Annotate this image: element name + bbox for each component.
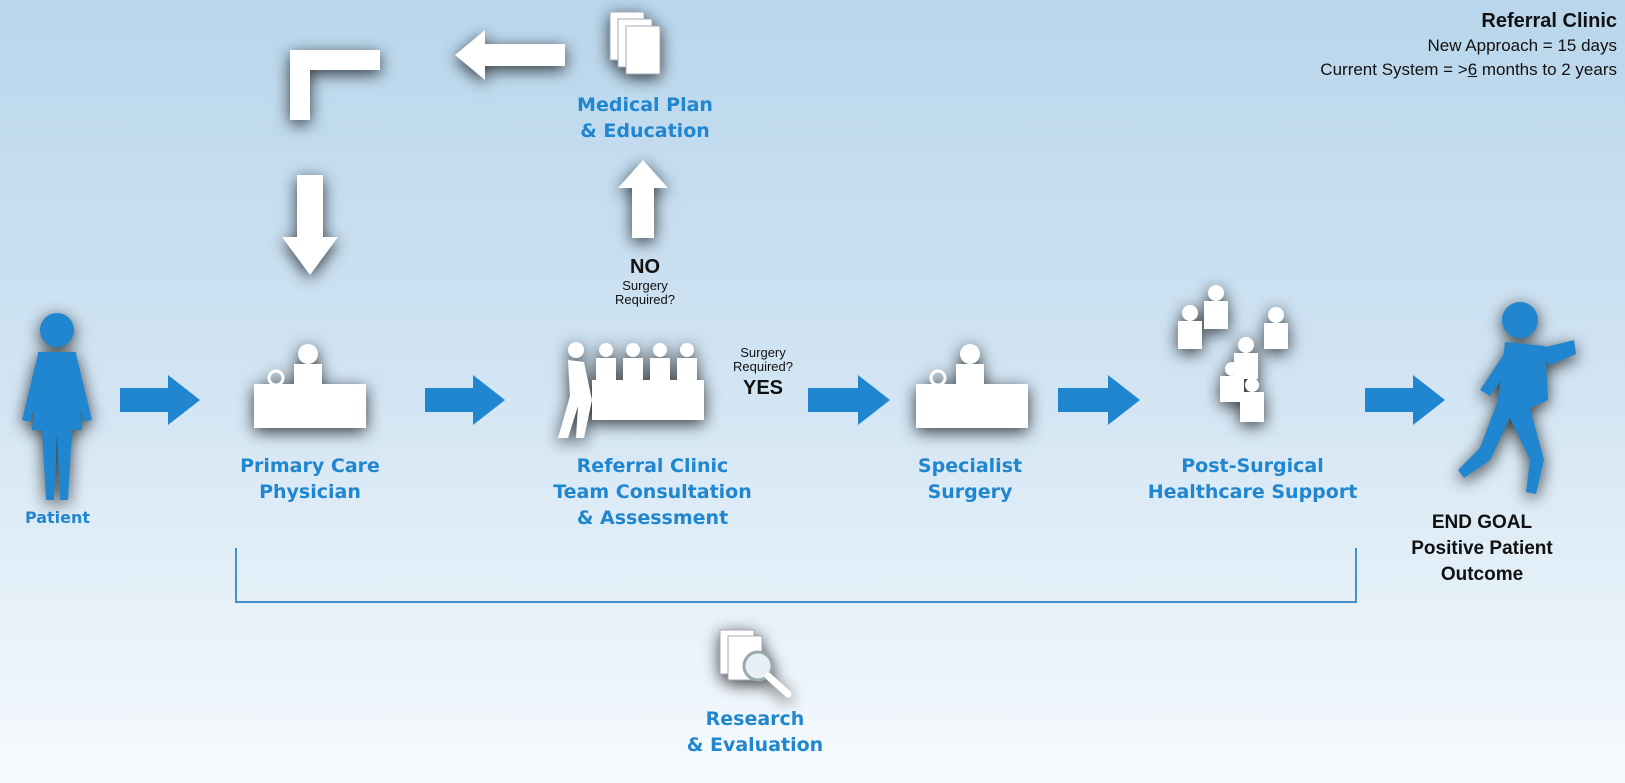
current-system-prefix: Current System = > (1320, 60, 1468, 79)
flow-arrow-2-icon (425, 375, 505, 425)
new-approach-text: New Approach = 15 days (1427, 36, 1617, 55)
research-magnifier-icon (719, 629, 792, 698)
current-system-text: Current System = >6 months to 2 years (1320, 58, 1617, 82)
medical-plan-label: Medical Plan & Education (560, 92, 730, 144)
medical-plan-line1: Medical Plan (577, 94, 713, 116)
referral-clinic-line3: & Assessment (576, 507, 729, 529)
no-answer: NO (630, 256, 660, 278)
post-surgical-label: Post-Surgical Healthcare Support (1140, 453, 1365, 505)
specialist-line2: Surgery (927, 481, 1013, 503)
flow-arrow-4-icon (1058, 375, 1140, 425)
patient-icon (22, 313, 92, 500)
post-surgical-line1: Post-Surgical (1181, 455, 1324, 477)
yes-answer: YES (742, 377, 784, 399)
referral-clinic-line1: Referral Clinic (576, 455, 729, 477)
research-bracket (235, 548, 1357, 603)
yes-decision: Surgery Required? YES (718, 346, 808, 402)
feedback-loop-icon (290, 50, 380, 120)
running-person-icon (1458, 302, 1576, 494)
flow-arrow-1-icon (120, 375, 200, 425)
research-label: Research & Evaluation (670, 706, 840, 758)
current-system-value: 6 (1467, 60, 1478, 79)
referral-clinic-line2: Team Consultation (553, 481, 752, 503)
medical-plan-line2: & Education (580, 120, 710, 142)
info-title: Referral Clinic (1481, 10, 1617, 32)
support-team-icon (1178, 285, 1288, 422)
yes-question-line2: Required? (733, 359, 793, 374)
end-goal-line3: Outcome (1440, 564, 1524, 585)
patient-label: Patient (24, 508, 91, 527)
loop-left-arrow-icon (455, 30, 565, 80)
yes-question-line1: Surgery (740, 345, 786, 360)
primary-care-line1: Primary Care (240, 455, 380, 477)
flow-arrow-3-icon (808, 375, 890, 425)
specialist-line1: Specialist (917, 455, 1023, 477)
specialist-label: Specialist Surgery (880, 453, 1060, 505)
end-goal-line2: Positive Patient (1411, 538, 1553, 559)
primary-care-line2: Physician (259, 481, 361, 503)
documents-icon (609, 11, 661, 75)
flow-arrow-5-icon (1365, 375, 1445, 425)
end-goal-line1: END GOAL (1431, 512, 1533, 533)
info-box: Referral Clinic New Approach = 15 days C… (1320, 8, 1617, 82)
research-line1: Research (705, 708, 805, 730)
referral-clinic-label: Referral Clinic Team Consultation & Asse… (540, 453, 765, 531)
loop-down-arrow-icon (282, 175, 338, 275)
up-arrow-to-plan-icon (618, 160, 668, 238)
specialist-desk-icon (916, 344, 1028, 428)
no-question-line2: Required? (615, 292, 675, 307)
primary-care-label: Primary Care Physician (220, 453, 400, 505)
end-goal-label: END GOAL Positive Patient Outcome (1392, 510, 1572, 588)
research-line2: & Evaluation (686, 734, 824, 756)
post-surgical-line2: Healthcare Support (1147, 481, 1358, 503)
current-system-suffix: months to 2 years (1477, 60, 1617, 79)
physician-desk-icon (254, 344, 366, 428)
no-question-line1: Surgery (622, 278, 668, 293)
team-consultation-icon (558, 342, 704, 438)
no-decision: NO Surgery Required? (590, 255, 700, 307)
